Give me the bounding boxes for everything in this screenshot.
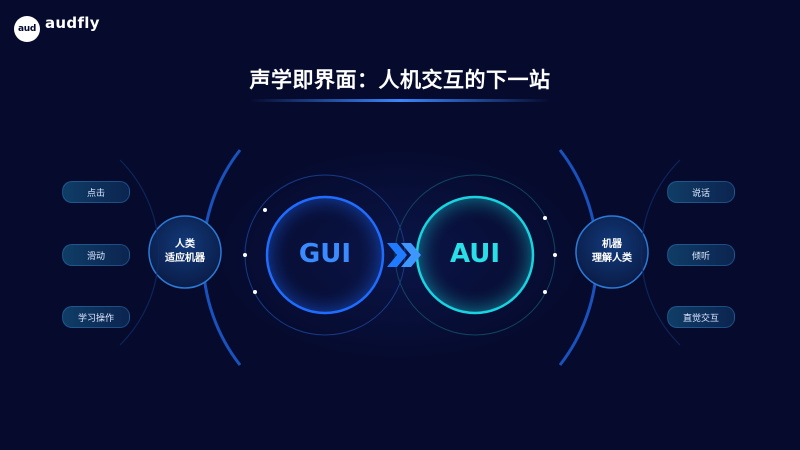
right-node-label: 机器 理解人类 bbox=[572, 238, 652, 266]
ring-dot bbox=[543, 216, 547, 220]
right-connector-arc bbox=[640, 159, 681, 346]
left-node-ring bbox=[148, 215, 222, 289]
logo: aud audfly bbox=[14, 16, 100, 42]
right-item-listen: 倾听 bbox=[667, 244, 735, 266]
ring-dot bbox=[553, 253, 557, 257]
left-item-learn: 学习操作 bbox=[62, 306, 130, 328]
right-node-line1: 机器 bbox=[602, 239, 622, 250]
ring-dot bbox=[253, 290, 257, 294]
right-node-line2: 理解人类 bbox=[592, 253, 632, 264]
left-connector-arc bbox=[119, 159, 160, 346]
ring-dot bbox=[263, 208, 267, 212]
right-item-speak: 说话 bbox=[667, 181, 735, 203]
logo-text: audfly bbox=[45, 16, 100, 31]
chevron-right-icon bbox=[387, 243, 421, 267]
title-underline bbox=[250, 99, 550, 102]
ring-dot bbox=[543, 290, 547, 294]
left-node-label: 人类 适应机器 bbox=[145, 238, 225, 266]
gui-label: GUI bbox=[298, 239, 352, 269]
right-node-ring bbox=[575, 215, 649, 289]
left-item-click: 点击 bbox=[62, 181, 130, 203]
gui-ring bbox=[265, 195, 385, 315]
left-item-swipe: 滑动 bbox=[62, 244, 130, 266]
left-node-line1: 人类 bbox=[175, 239, 195, 250]
logo-mark: aud bbox=[14, 16, 40, 42]
aui-label: AUI bbox=[449, 239, 501, 269]
right-item-intuitive: 直觉交互 bbox=[667, 306, 735, 328]
ring-dot bbox=[243, 253, 247, 257]
page-title: 声学即界面：人机交互的下一站 bbox=[249, 68, 551, 92]
left-node-line2: 适应机器 bbox=[165, 253, 205, 264]
logo-wordmark: audfly bbox=[45, 14, 100, 32]
